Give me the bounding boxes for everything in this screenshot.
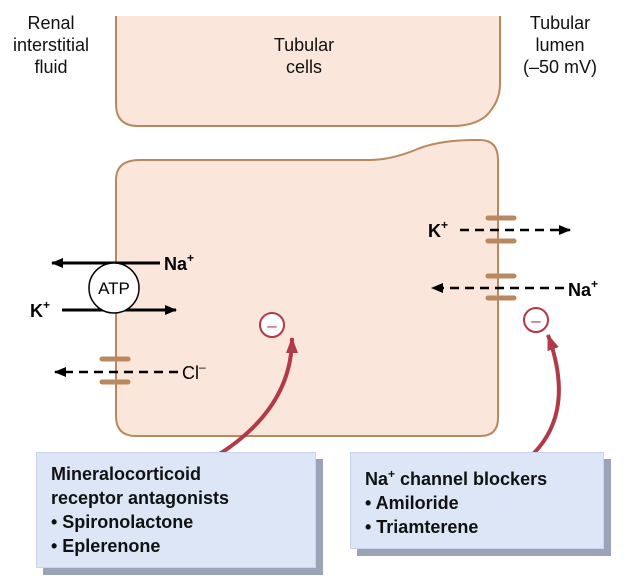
drug-eplerenone: • Eplerenone bbox=[51, 536, 161, 556]
cl-label: Cl– bbox=[182, 360, 206, 383]
enac-inhibition-symbol: – bbox=[531, 311, 541, 330]
atp-pump bbox=[88, 262, 140, 314]
drug-triamterene: • Triamterene bbox=[365, 517, 479, 537]
mra-title-line2: receptor antagonists bbox=[51, 488, 230, 508]
mra-inhibition-symbol: – bbox=[267, 316, 277, 335]
lumen-na-label: Na+ bbox=[568, 277, 598, 300]
enac-drug-box: Na+ channel blockers • Amiloride • Triam… bbox=[350, 452, 604, 549]
mra-drug-box: Mineralocorticoid receptor antagonists •… bbox=[36, 452, 316, 568]
mra-inhibition-icon bbox=[259, 312, 285, 338]
drug-amiloride: • Amiloride bbox=[365, 493, 459, 513]
enac-inhibition-icon bbox=[523, 307, 549, 333]
tubular-lumen-label: Tubular lumen (–50 mV) bbox=[522, 13, 598, 77]
pump-k-label: K+ bbox=[30, 298, 50, 321]
mra-inhibition-arrow bbox=[216, 337, 298, 457]
mra-title-line1: Mineralocorticoid bbox=[51, 464, 202, 484]
drug-spironolactone: • Spironolactone bbox=[51, 512, 194, 532]
enac-inhibition-arrow bbox=[530, 334, 561, 457]
pump-na-label: Na+ bbox=[164, 251, 194, 274]
tubular-cells-label: Tubular cells bbox=[273, 35, 335, 77]
upper-tubular-cell bbox=[115, 16, 501, 127]
enac-title: Na+ channel blockers bbox=[365, 467, 548, 489]
atp-label: ATP bbox=[98, 279, 130, 298]
renal-interstitial-fluid-label: Renal interstitial fluid bbox=[12, 13, 90, 77]
lumen-k-label: K+ bbox=[428, 218, 448, 241]
